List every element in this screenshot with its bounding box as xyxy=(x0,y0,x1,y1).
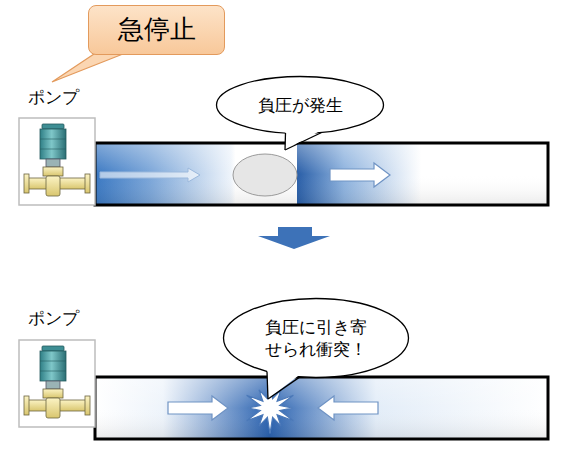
stop-callout: 急停止 xyxy=(88,5,225,55)
pipe xyxy=(95,377,548,439)
pump-label: ポンプ xyxy=(28,307,79,330)
bubble-outline xyxy=(222,297,410,379)
node-text: 負圧に引き寄せられ衝突！ xyxy=(262,316,370,360)
transition-arrow xyxy=(258,227,330,249)
flow-arrow xyxy=(330,163,390,187)
flow-arrow xyxy=(168,396,228,420)
flow-arrow xyxy=(318,396,378,420)
flow-arrow xyxy=(100,168,200,182)
vapor-cavity xyxy=(233,154,297,196)
pump-icon xyxy=(19,340,95,427)
pump-label: ポンプ xyxy=(28,86,79,109)
pipe xyxy=(95,143,548,205)
node-text: 負圧が発生 xyxy=(258,94,343,116)
speech-bubble: 負圧に引き寄せられ衝突！ xyxy=(222,297,410,379)
pump-icon xyxy=(19,118,95,205)
node-text: 急停止 xyxy=(118,13,196,47)
speech-bubble: 負圧が発生 xyxy=(215,75,385,135)
